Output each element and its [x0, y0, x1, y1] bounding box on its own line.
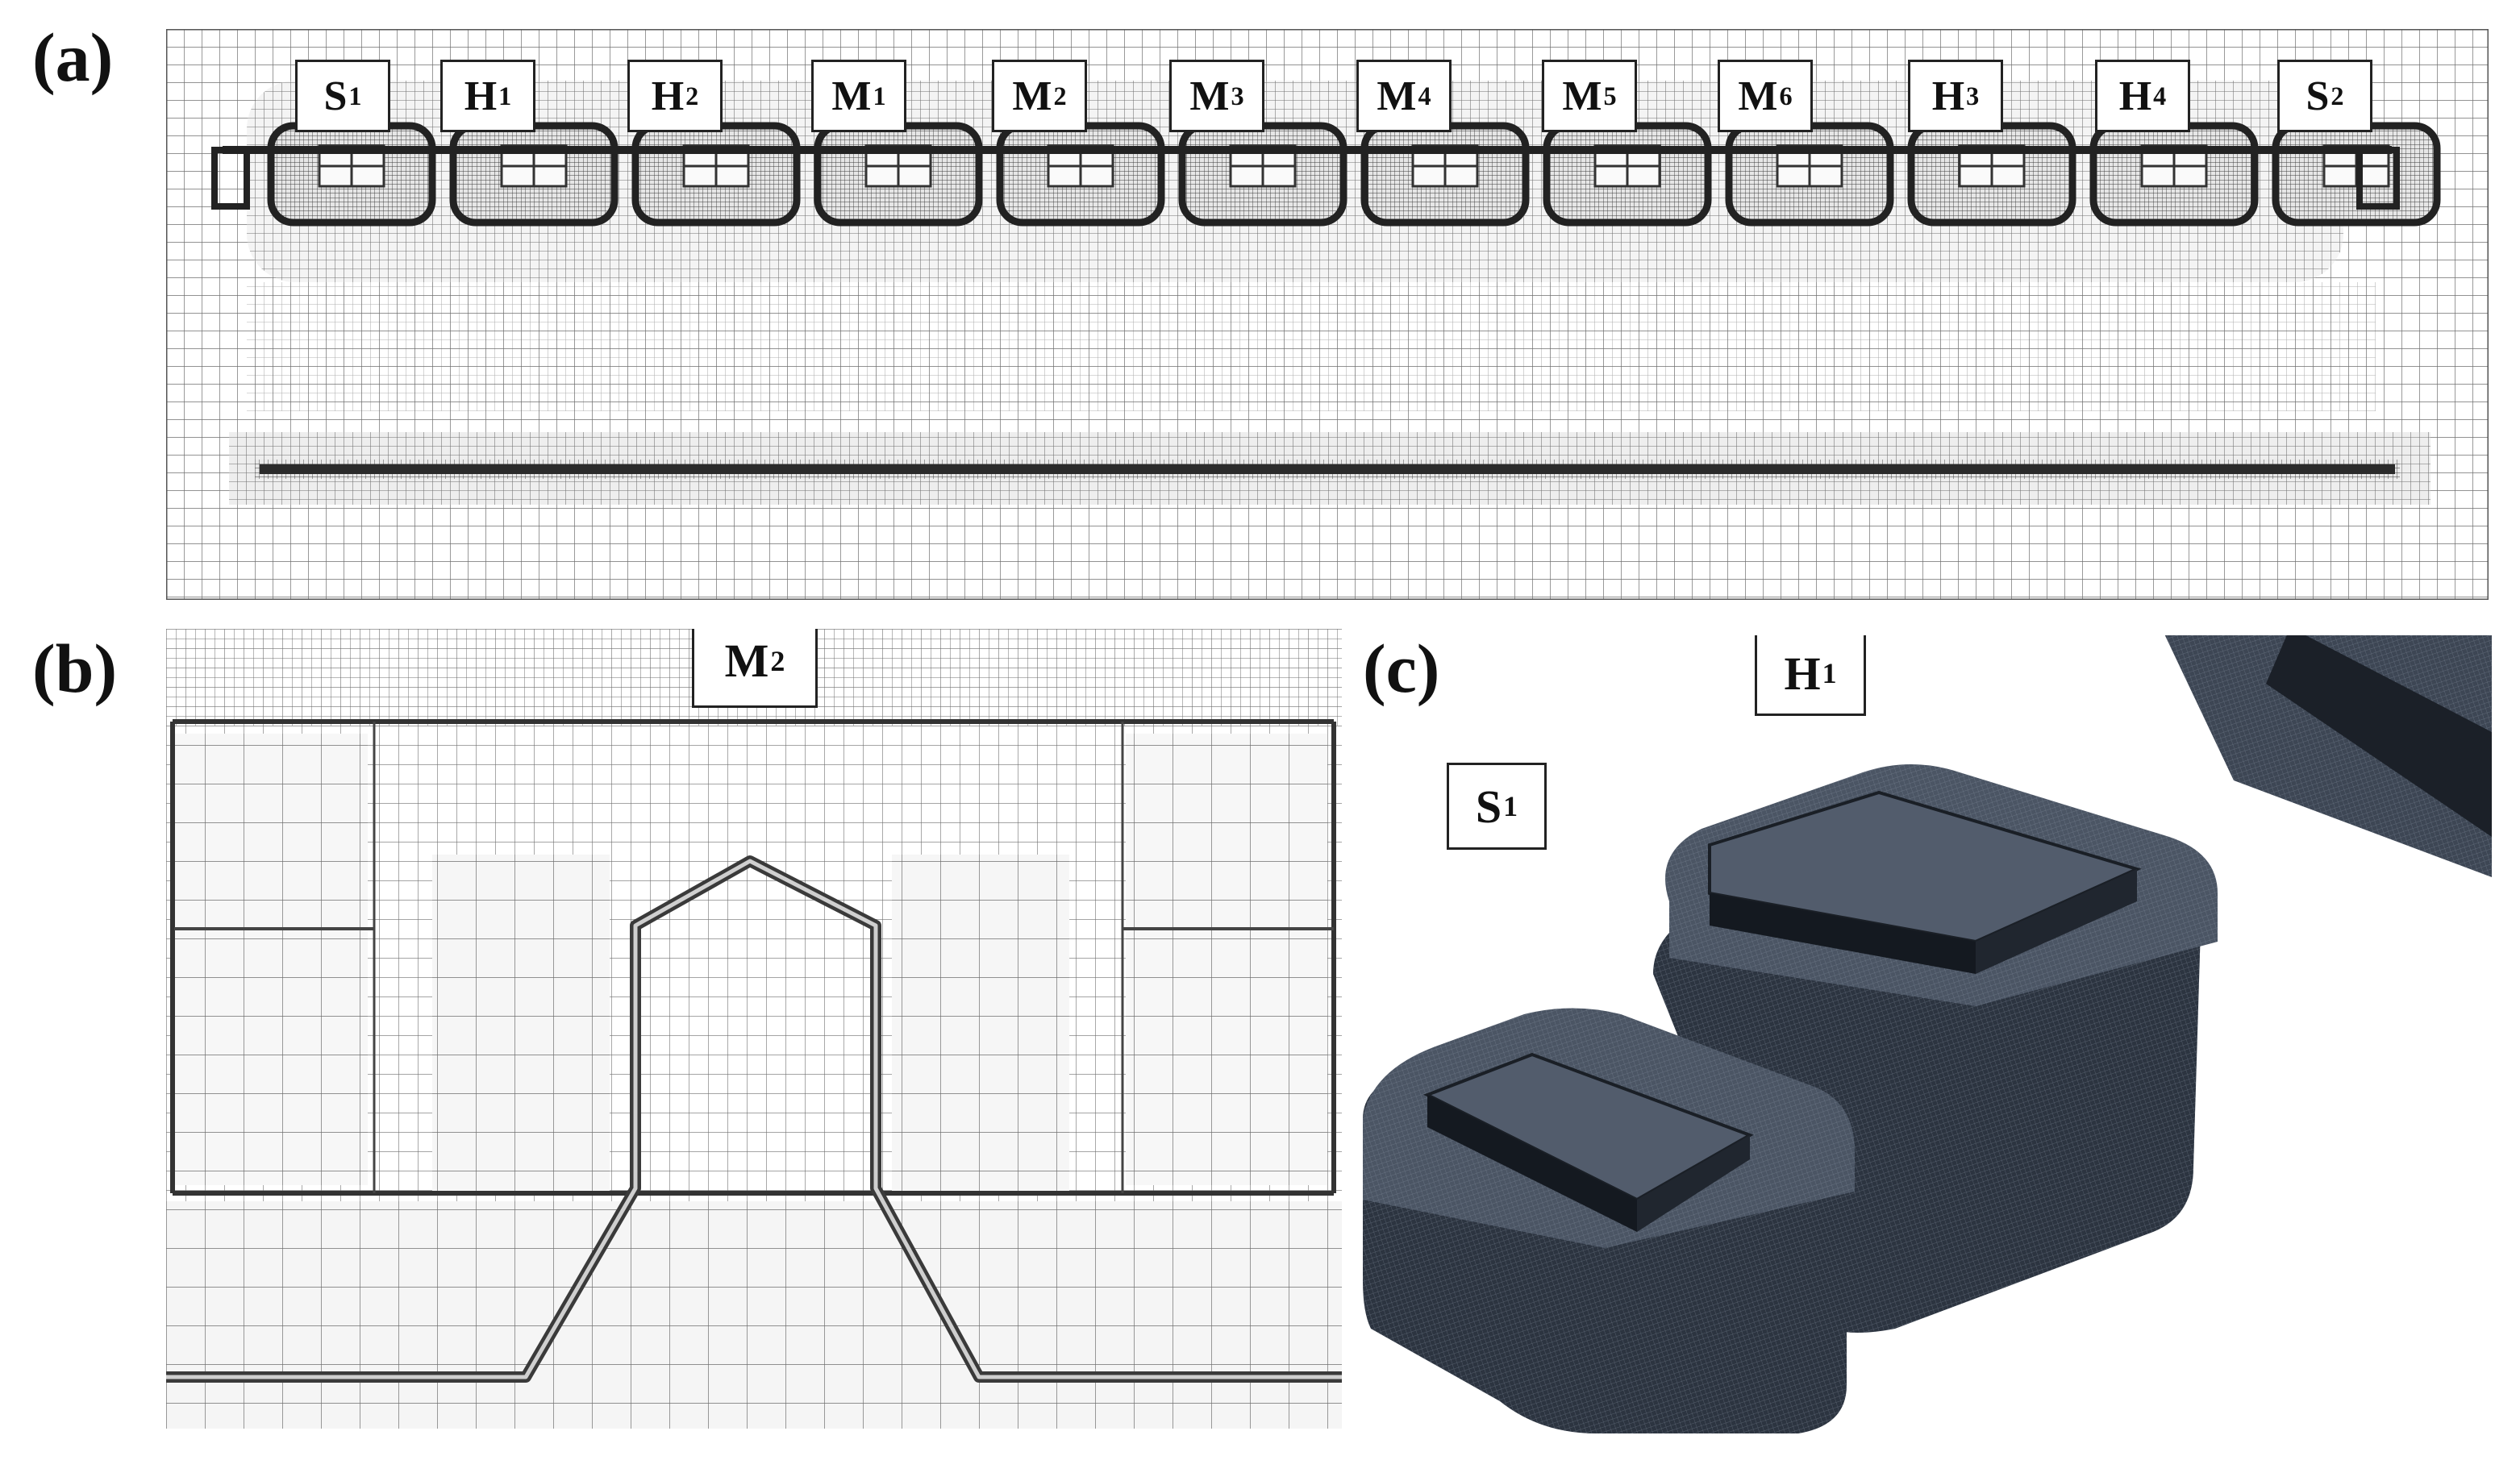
coarse-block-center-right — [892, 855, 1069, 1193]
panel-letter-b: (b) — [32, 630, 118, 707]
track-plate-outline — [260, 464, 2395, 474]
magnet-outline-2 — [449, 122, 619, 227]
magnet-outline-4 — [814, 122, 983, 227]
magnet-outline-9 — [1725, 122, 1894, 227]
coarse-block-right — [1126, 734, 1327, 1185]
mesh-c-canvas — [1363, 635, 2492, 1433]
coarse-region-bottom — [166, 1201, 1342, 1429]
magnet-housing-outline — [170, 719, 1336, 1196]
magnet-outline-8 — [1543, 122, 1712, 227]
magnet-outline-10 — [1907, 122, 2076, 227]
magnet-outline-5 — [996, 122, 1165, 227]
magnet-outline-6 — [1178, 122, 1347, 227]
magnet-outline-1 — [267, 122, 436, 227]
coarse-block-left — [174, 734, 368, 1185]
magnet-outline-3 — [631, 122, 801, 227]
panel-letter-c: (c) — [1363, 630, 1440, 707]
mesh-b-canvas — [166, 629, 1342, 1429]
refined-band-mid — [247, 282, 2376, 411]
magnet-outline-11 — [2089, 122, 2259, 227]
magnet-3d-s1 — [1363, 1008, 1855, 1433]
magnet-3d-h1 — [1653, 764, 2218, 1333]
panel-letter-a: (a) — [32, 19, 114, 96]
magnet-3d-back — [2164, 635, 2492, 877]
magnet-outline-7 — [1360, 122, 1530, 227]
coarse-block-center-left — [432, 855, 610, 1193]
